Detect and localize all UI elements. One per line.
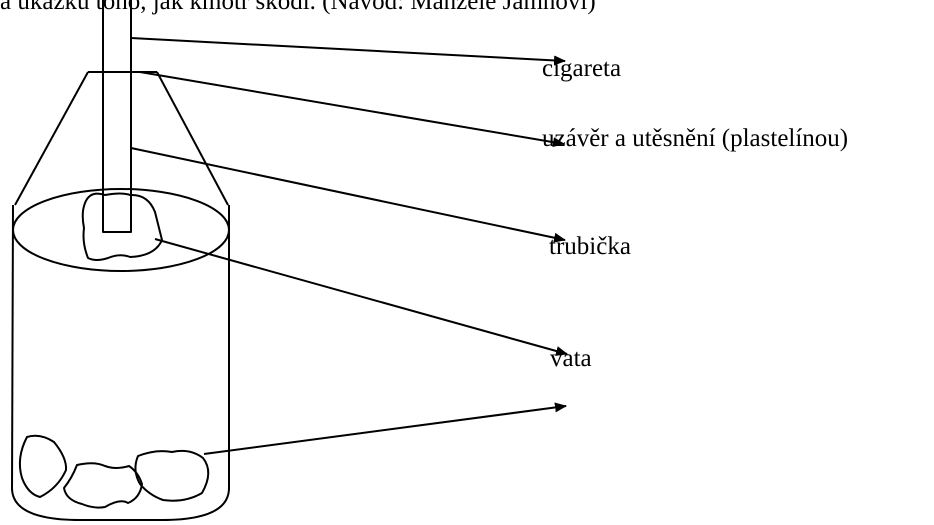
label-vata: vata [550, 345, 592, 372]
cotton-top [81, 192, 163, 261]
arrow-stones [203, 402, 567, 455]
header-text: a ukázku toho, jak kmotr škodí. (Návod: … [0, 0, 596, 15]
cigarette-tube-inside [102, 195, 132, 233]
bottle-neck-left [14, 71, 89, 206]
bottle-bottom-curve [11, 487, 230, 521]
arrow-uzaver [139, 71, 565, 148]
label-uzaver: uzávěr a utěsnění (plastelínou) [542, 125, 849, 152]
label-cigareta: cigareta [542, 55, 622, 82]
stone-3 [134, 449, 210, 502]
stone-2 [63, 462, 143, 509]
bottle-neck-right [156, 71, 229, 206]
stone-1 [18, 434, 68, 498]
arrow-trubicka [130, 147, 566, 243]
arrow-vata [154, 238, 568, 356]
bottle-left-side [11, 204, 14, 491]
arrow-cigareta [130, 37, 566, 66]
label-trubicka: trubička [549, 233, 631, 260]
